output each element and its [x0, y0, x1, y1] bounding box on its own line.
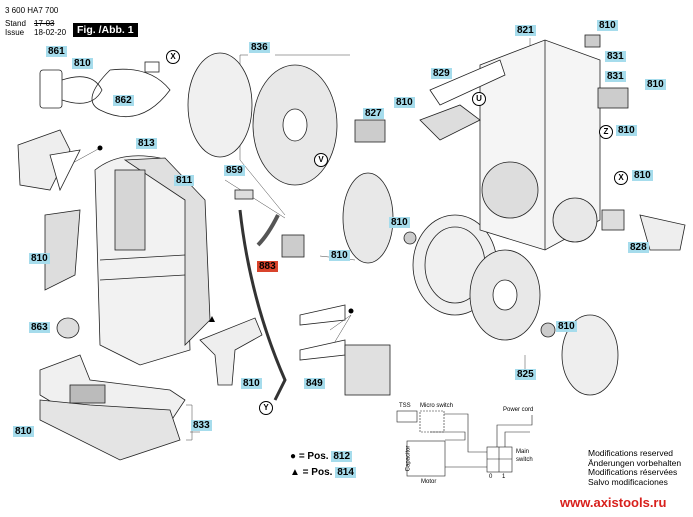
part-label-810: 810 [645, 79, 666, 90]
part-label-836: 836 [249, 42, 270, 53]
part-label-811: 811 [174, 175, 195, 186]
hose-849 [238, 209, 287, 401]
wiring-switch: switch [516, 457, 533, 463]
ref-mark-u: U [472, 92, 486, 106]
part-label-833: 833 [191, 420, 212, 431]
wiring-pos0: 0 [489, 474, 493, 480]
position-markers [97, 145, 354, 322]
part-label-831: 831 [605, 51, 626, 62]
note-fr: Modifications réservées [588, 467, 678, 477]
part-label-810: 810 [13, 426, 34, 437]
figure-title: Fig. /Abb. 1 [73, 23, 138, 37]
part-label-810: 810 [241, 378, 262, 389]
wiring-motor: Motor [421, 479, 437, 485]
wiring-micro-switch: Micro switch [420, 403, 454, 409]
part-label-827: 827 [363, 108, 384, 119]
part-label-825: 825 [515, 369, 536, 380]
ref-mark-z: Z [599, 125, 613, 139]
wiring-tss: TSS [399, 403, 411, 409]
part-828 [601, 209, 625, 231]
note-es: Salvo modificaciones [588, 476, 668, 487]
legend-dot-text: ● = Pos. [290, 451, 329, 462]
part-829-base [419, 104, 481, 141]
frame-821 [479, 39, 601, 251]
wiring-diagram [396, 410, 533, 477]
issue-date: 18-02-20 [34, 28, 67, 37]
part-829 [429, 59, 506, 106]
part-label-810: 810 [29, 253, 50, 264]
note-de: Änderungen vorbehalten [588, 457, 682, 468]
ref-mark-x: X [614, 171, 628, 185]
hose-reel-836 [187, 52, 338, 186]
part-label-859: 859 [224, 165, 245, 176]
legend-tri-text: ▲ = Pos. [290, 467, 333, 478]
part-label-810: 810 [632, 170, 653, 181]
part-label-810: 810 [72, 58, 93, 69]
legend-dot: ● = Pos. 812 [290, 451, 353, 463]
part-label-813: 813 [136, 138, 157, 149]
part-label-810: 810 [389, 217, 410, 228]
part-label-810: 810 [329, 250, 350, 261]
part-label-810: 810 [556, 321, 577, 332]
wheel-cap [561, 314, 619, 396]
bracket [299, 339, 346, 361]
part-827 [354, 119, 386, 143]
part-label-810: 810 [597, 20, 618, 31]
left-covers [17, 129, 81, 291]
reel-cover [342, 172, 394, 264]
part-label-828: 828 [628, 242, 649, 253]
legend-tri-pos: 814 [335, 467, 356, 478]
ref-mark-v: V [314, 153, 328, 167]
knob-863 [56, 317, 80, 339]
power-module-861 [39, 61, 171, 117]
part-label-861: 861 [46, 46, 67, 57]
part-label-849: 849 [304, 378, 325, 389]
housing-813 [94, 155, 211, 366]
issue-label: Issue [5, 28, 25, 37]
part-label-862: 862 [113, 95, 134, 106]
part-831-a [584, 34, 601, 48]
part-label-863: 863 [29, 322, 50, 333]
part-label-829: 829 [431, 68, 452, 79]
grille [344, 344, 391, 396]
legend-dot-pos: 812 [331, 451, 353, 462]
wiring-pos1: 1 [502, 474, 506, 480]
part-label-810: 810 [394, 97, 415, 108]
ref-mark-x: X [166, 50, 180, 64]
ref-mark-y: Y [259, 401, 273, 415]
note-en: Modifications reserved [588, 448, 674, 458]
part-label-810: 810 [616, 125, 637, 136]
part-831-b [597, 87, 629, 109]
handle [199, 317, 263, 386]
wiring-main: Main [516, 449, 530, 455]
legend-triangle: ▲ = Pos. 814 [290, 467, 356, 479]
wiring-capacitor: Capacitor [405, 445, 412, 472]
part-right-cover [639, 214, 686, 251]
connectors-859-883 [234, 189, 305, 258]
doc-number: 3 600 HA7 700 [5, 6, 59, 15]
base-833 [39, 354, 186, 461]
part-label-831: 831 [605, 71, 626, 82]
modifications-notes: Modifications reserved Änderungen vorbeh… [588, 448, 682, 487]
stand-label: Stand [5, 19, 26, 28]
part-label-883-highlighted: 883 [257, 261, 278, 272]
part-label-821: 821 [515, 25, 536, 36]
stand-date: 17-03 [34, 19, 55, 28]
watermark-url: www.axistools.ru [560, 495, 667, 510]
bracket [299, 304, 346, 326]
wiring-power-cord: Power cord [503, 407, 534, 413]
